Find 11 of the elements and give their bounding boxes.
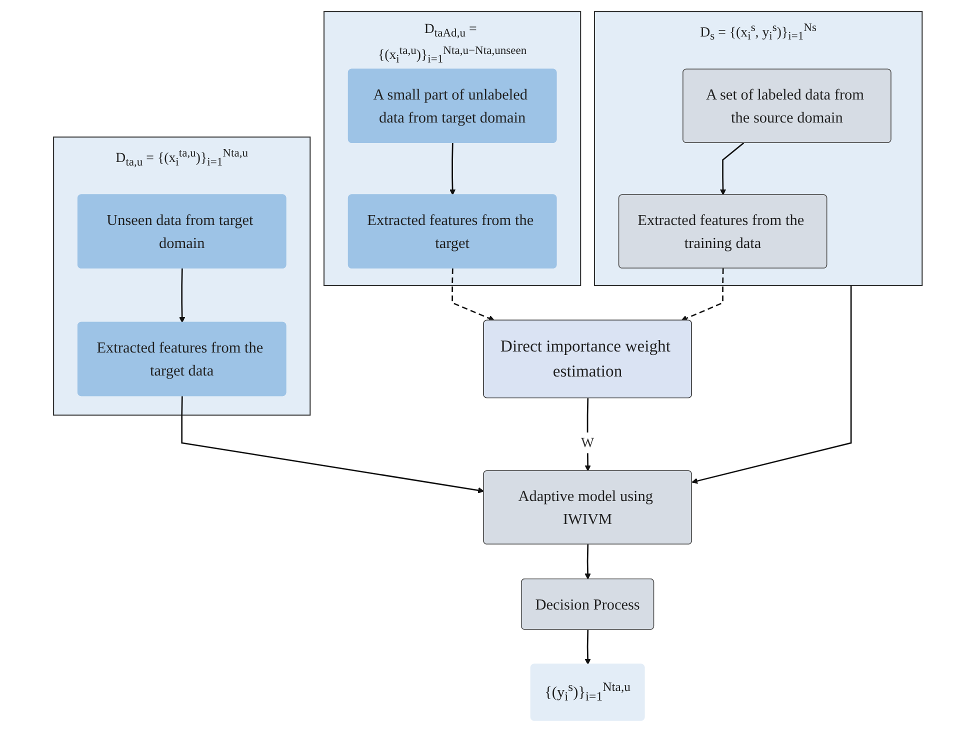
arrow: [720, 142, 744, 196]
arrow: [584, 630, 590, 665]
arrow: [449, 142, 456, 196]
arrow: [680, 268, 724, 322]
arrow: [584, 398, 590, 472]
arrow: [178, 268, 185, 323]
edge-label: W: [580, 435, 594, 451]
arrow: [691, 285, 852, 484]
arrow: [180, 396, 484, 494]
arrow: [451, 268, 494, 322]
arrow: [584, 544, 590, 580]
